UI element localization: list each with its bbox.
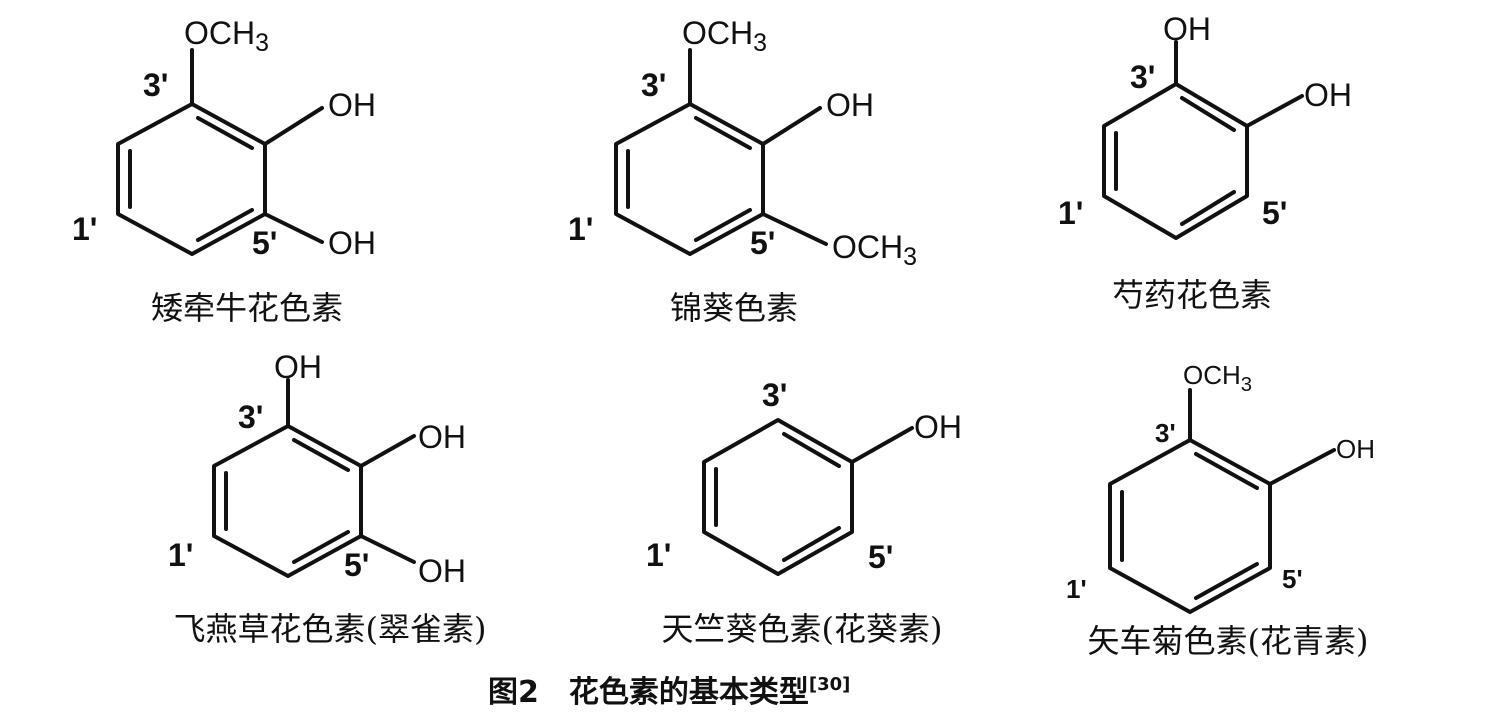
position-label-1: 1' <box>1058 195 1083 231</box>
molecule-petunidin: OCH3 OH OH 3' 5' 1' 矮牵牛花色素 <box>72 15 376 327</box>
substituent-top: OH <box>274 349 322 385</box>
molecule-name: 矮牵牛花色素 <box>151 289 343 327</box>
molecule-pelargonidin: OH 3' 5' 1' 天竺葵色素(花葵素) <box>646 377 962 648</box>
position-label-3: 3' <box>143 67 168 103</box>
position-label-3: 3' <box>641 67 666 103</box>
position-label-1: 1' <box>168 537 193 573</box>
molecule-name: 天竺葵色素(花葵素) <box>662 610 943 648</box>
benzene-ring <box>212 378 416 578</box>
position-label-5: 5' <box>1262 195 1287 231</box>
substituent-top: OCH3 <box>1183 360 1252 396</box>
position-label-3: 3' <box>762 377 787 413</box>
molecule-name: 矢车菊色素(花青素) <box>1088 622 1369 660</box>
substituent-right: OH <box>1336 434 1375 464</box>
substituent-right: OH <box>1304 77 1352 113</box>
substituent-lower-right: OH <box>328 225 376 261</box>
substituent-top: OCH3 <box>682 15 767 57</box>
substituent-top: OCH3 <box>184 15 269 57</box>
substituent-lower-right: OH <box>418 553 466 589</box>
position-label-3: 3' <box>1155 418 1176 448</box>
molecule-malvidin: OCH3 OH OCH3 3' 5' 1' 锦葵色素 <box>568 15 917 327</box>
substituent-right: OH <box>418 419 466 455</box>
position-label-3: 3' <box>1130 59 1155 95</box>
benzene-ring <box>614 48 828 256</box>
substituent-lower-right: OCH3 <box>832 229 917 271</box>
figure-caption: 图2 花色素的基本类型[30] <box>488 674 850 710</box>
caption-reference: [30] <box>809 674 851 695</box>
position-label-5: 5' <box>750 225 775 261</box>
molecule-peonidin: OH OH 3' 5' 1' 芍药花色素 <box>1058 11 1352 314</box>
position-label-1: 1' <box>568 211 593 247</box>
molecule-name: 锦葵色素 <box>670 289 798 327</box>
substituent-right: OH <box>328 87 376 123</box>
benzene-ring <box>1102 40 1304 240</box>
molecule-name: 芍药花色素 <box>1112 276 1272 314</box>
molecule-cyanidin: OCH3 OH 3' 5' 1' 矢车菊色素(花青素) <box>1066 360 1375 660</box>
benzene-ring <box>702 418 914 576</box>
position-label-5: 5' <box>868 539 893 575</box>
position-label-5: 5' <box>1282 564 1303 594</box>
position-label-5: 5' <box>252 225 277 261</box>
benzene-ring <box>116 48 324 256</box>
caption-text: 图2 花色素的基本类型 <box>488 675 809 710</box>
benzene-ring <box>1108 388 1336 614</box>
position-label-1: 1' <box>72 211 97 247</box>
substituent-top: OH <box>1163 11 1211 47</box>
substituent-right: OH <box>826 87 874 123</box>
position-label-3: 3' <box>238 399 263 435</box>
position-label-1: 1' <box>1066 574 1087 604</box>
molecule-name: 飞燕草花色素(翠雀素) <box>174 610 487 648</box>
molecule-delphinidin: OH OH OH 3' 5' 1' 飞燕草花色素(翠雀素) <box>168 349 486 648</box>
position-label-1: 1' <box>646 537 671 573</box>
substituent-right: OH <box>914 409 962 445</box>
position-label-5: 5' <box>344 547 369 583</box>
